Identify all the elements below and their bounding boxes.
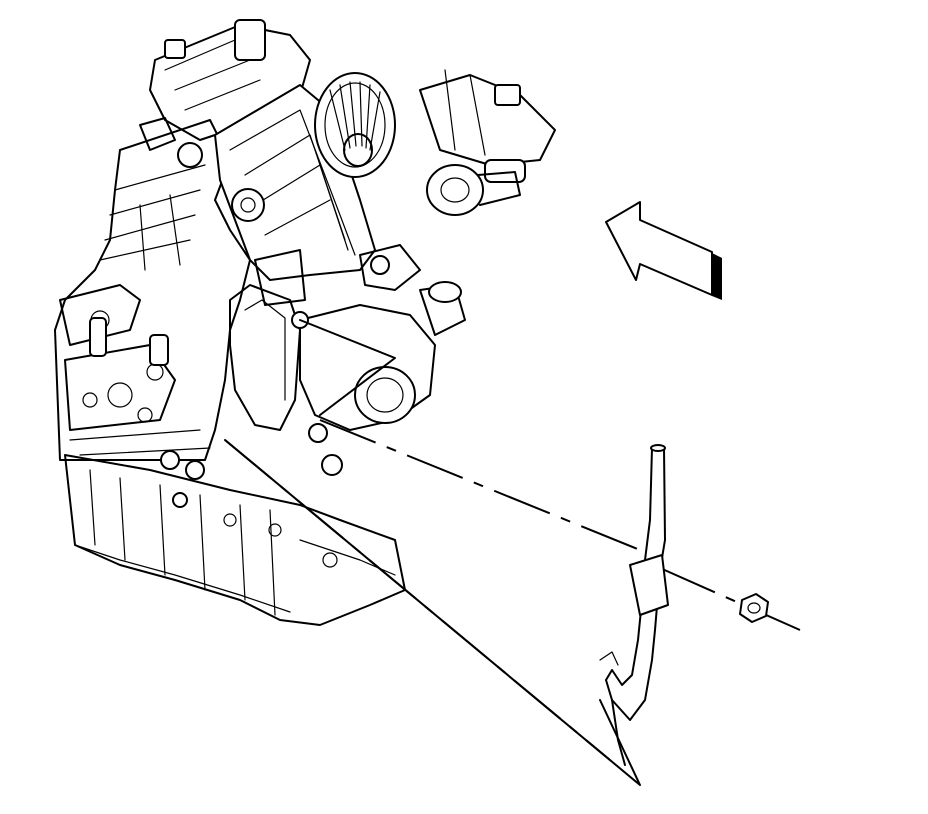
- oil-level-indicator-tube: [599, 444, 669, 766]
- tube-retaining-nut: [739, 593, 769, 623]
- front-arrow-icon: [605, 201, 722, 300]
- thermostat-housing: [229, 164, 521, 476]
- leader-lines: [224, 319, 801, 786]
- idler-pulley: [314, 72, 396, 178]
- upper-engine: [139, 19, 556, 183]
- engine-block: [54, 119, 251, 508]
- oil-pan: [64, 454, 406, 626]
